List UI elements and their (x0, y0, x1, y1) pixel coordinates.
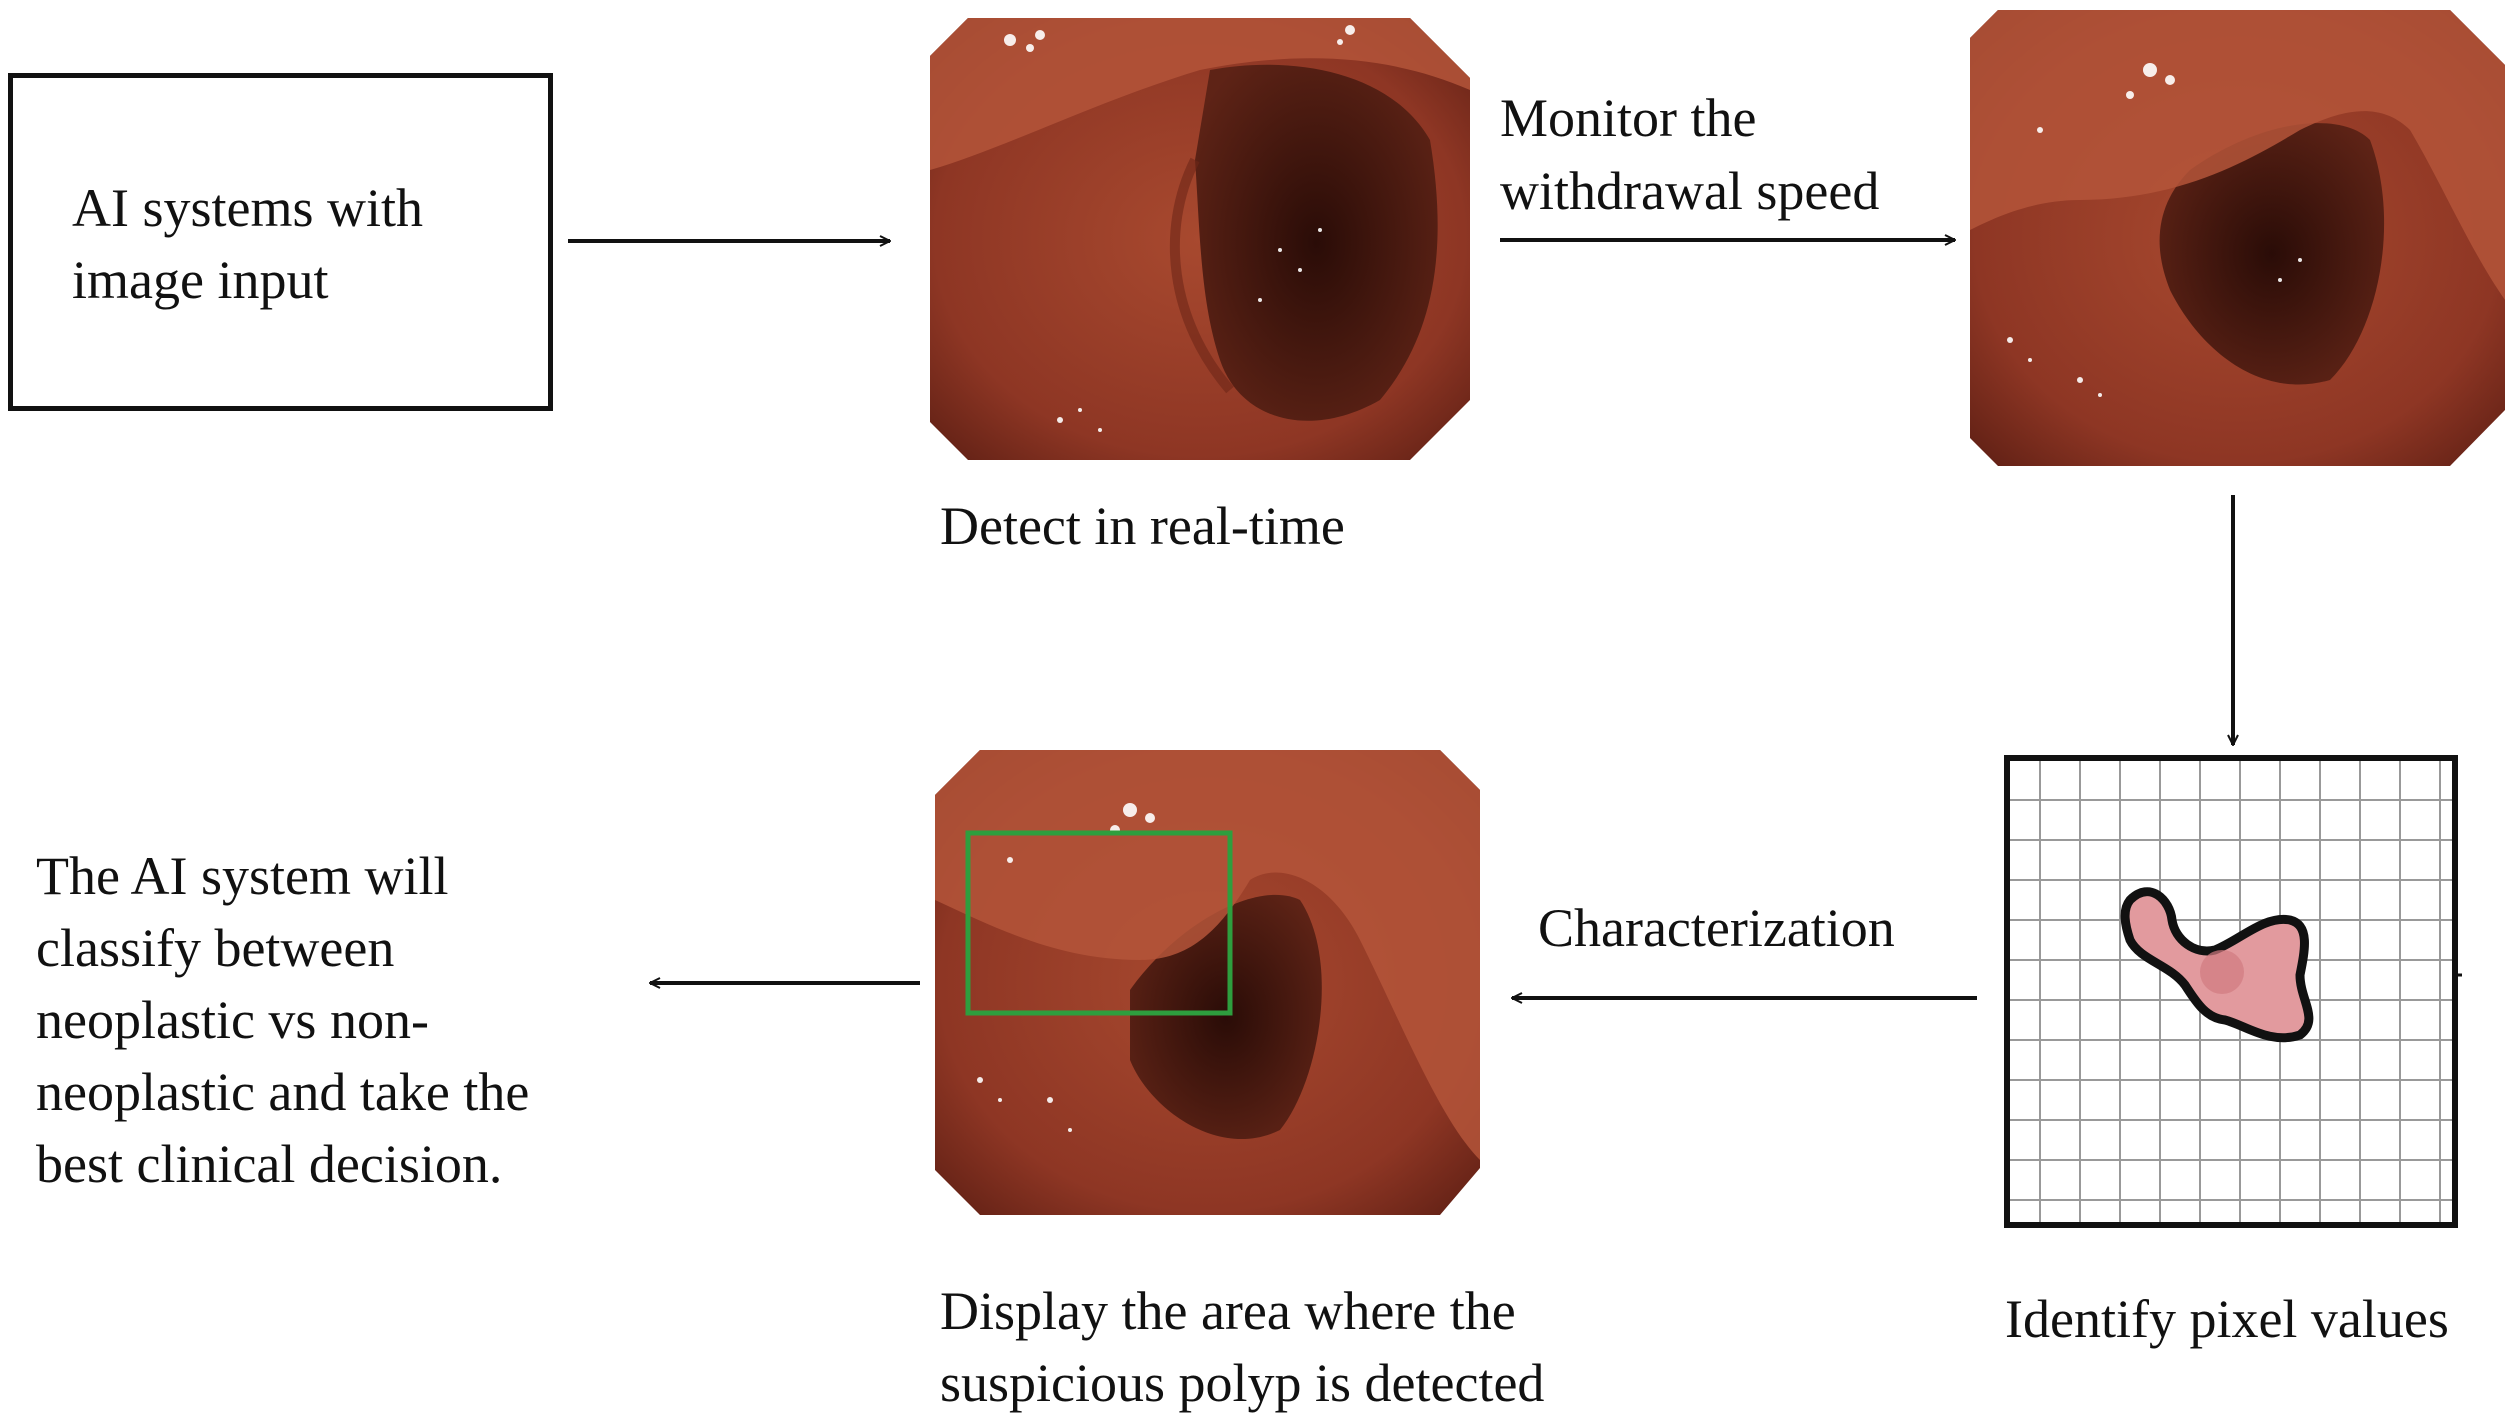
monitor-label-line2: withdrawal speed (1500, 161, 1880, 221)
outcome-line4: neoplastic and take the (36, 1062, 530, 1122)
endoscopy-image-detect (930, 18, 1470, 460)
outcome-line2: classify between (36, 918, 395, 978)
outcome-line1: The AI system will (36, 846, 449, 906)
input-box-line1: AI systems with (72, 178, 423, 238)
display-label-line1: Display the area where the (940, 1281, 1516, 1341)
pixel-grid (2004, 755, 2462, 1228)
outcome-line3: neoplastic vs non- (36, 990, 429, 1050)
monitor-label-line1: Monitor the (1500, 88, 1757, 148)
endoscopy-image-monitor (1970, 10, 2505, 466)
outcome-line5: best clinical decision. (36, 1134, 503, 1194)
endoscopy-image-display (935, 750, 1480, 1215)
input-box (8, 73, 553, 411)
detect-label: Detect in real-time (940, 496, 1345, 556)
display-label-line2: suspicious polyp is detected (940, 1353, 1545, 1413)
characterization-label: Characterization (1538, 898, 1895, 958)
detection-box (965, 830, 1233, 1016)
pixel-label: Identify pixel values (2005, 1289, 2449, 1349)
input-box-line2: image input (72, 250, 329, 310)
